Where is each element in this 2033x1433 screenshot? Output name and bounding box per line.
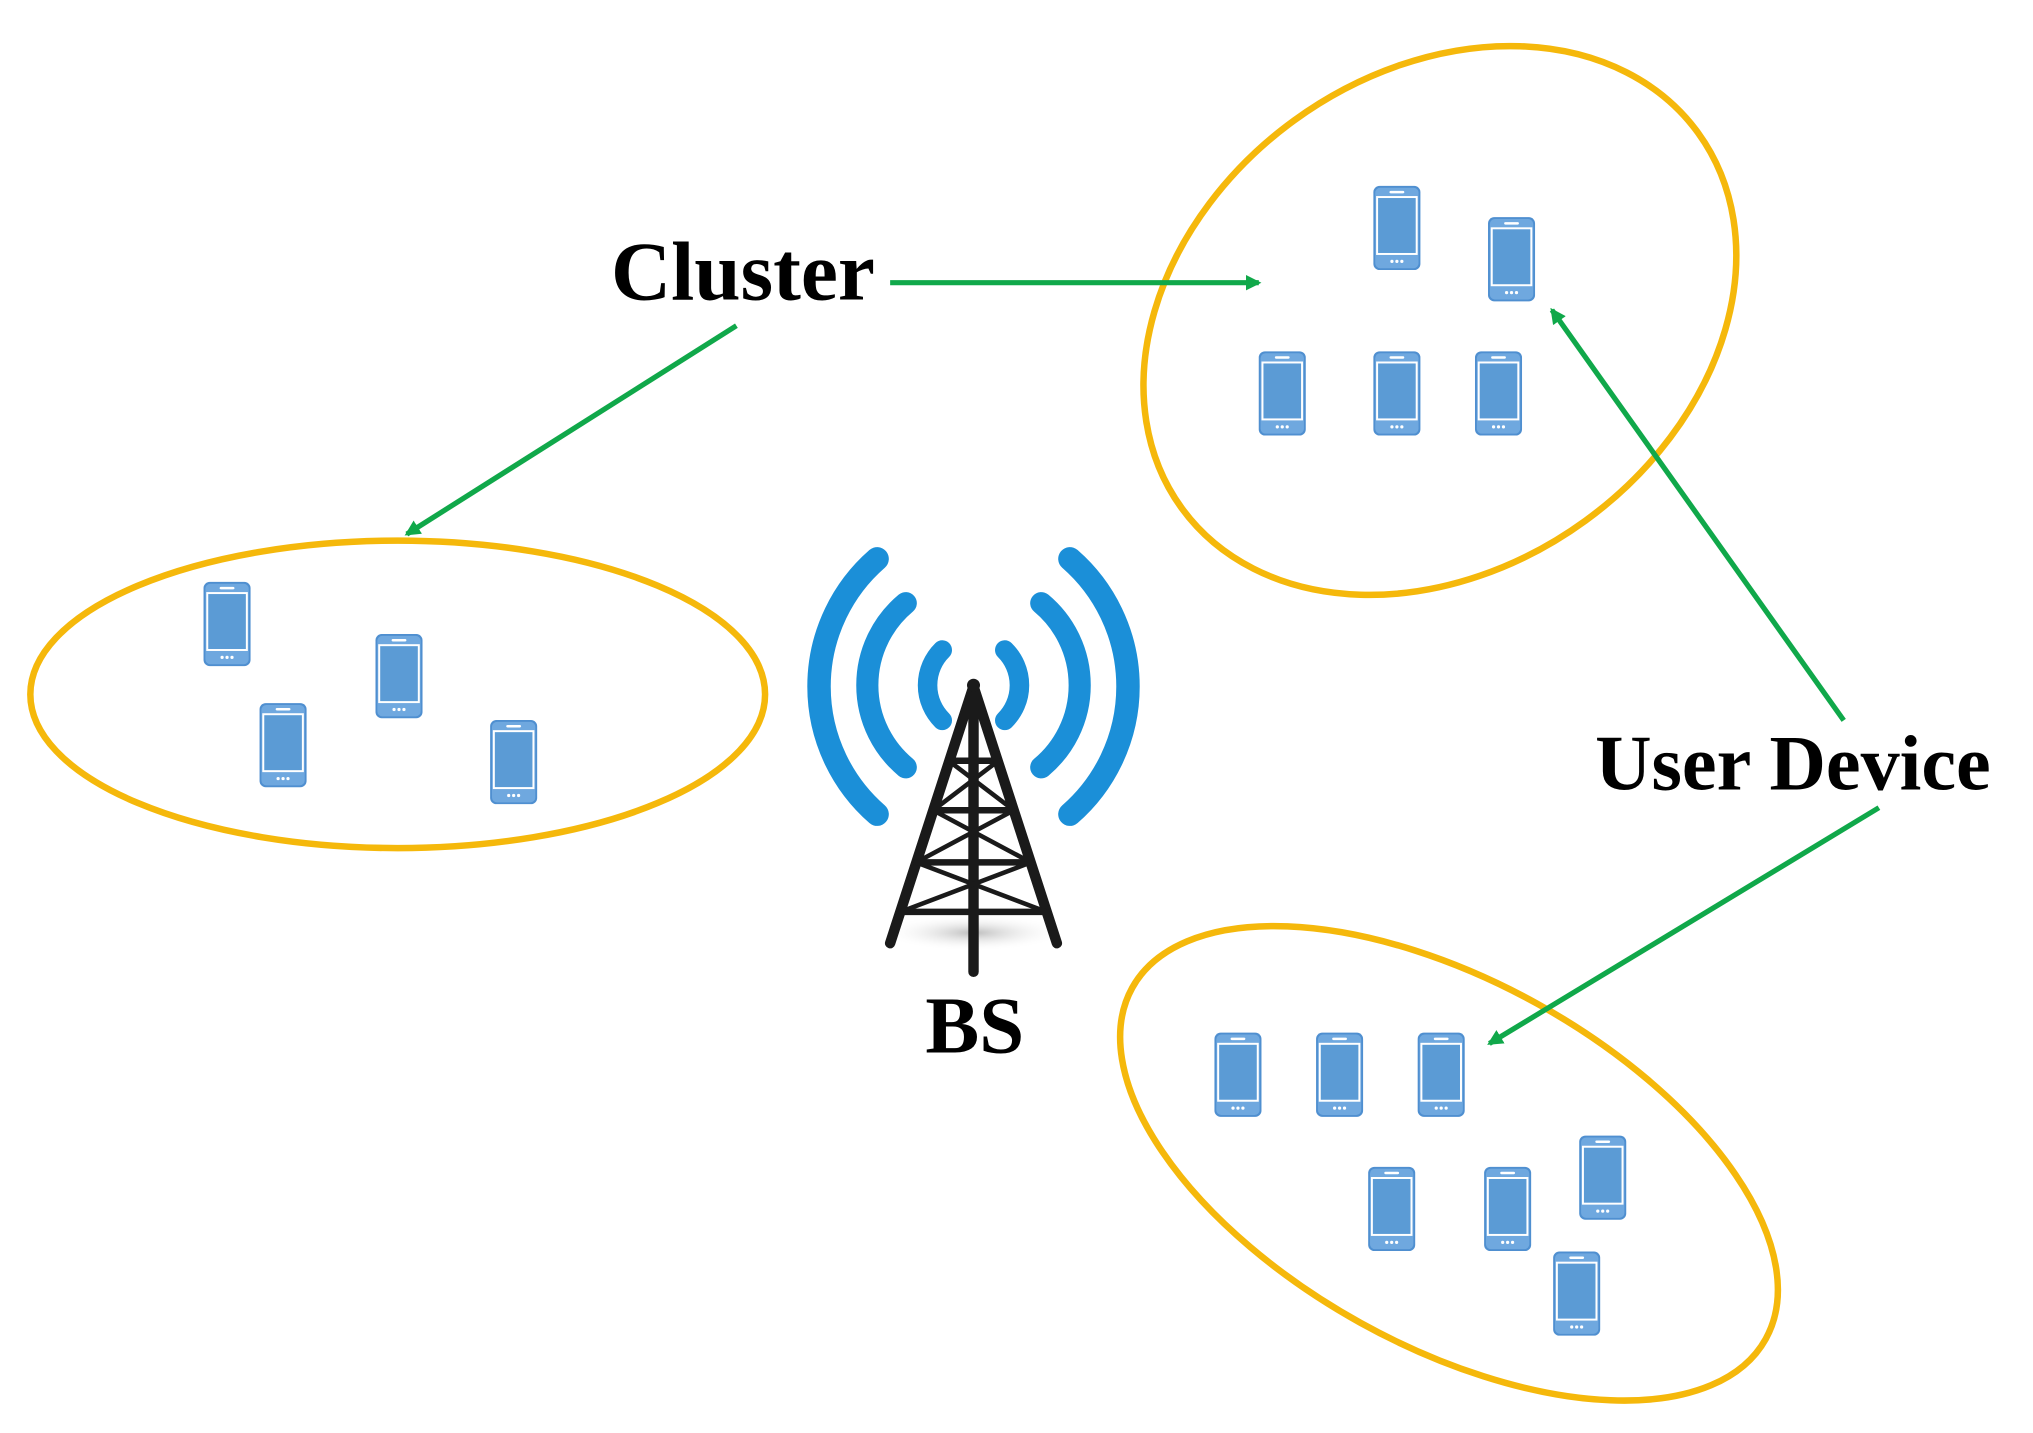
smartphone-icon bbox=[1483, 1165, 1533, 1253]
cluster-top-right-devices bbox=[1257, 184, 1537, 437]
smartphone-icon bbox=[374, 633, 424, 720]
smartphone-icon bbox=[1552, 1250, 1602, 1337]
cell-tower-icon bbox=[807, 547, 1140, 978]
smartphone-icon bbox=[1416, 1031, 1466, 1118]
base-station-label: BS bbox=[925, 982, 1024, 1071]
smartphone-icon bbox=[1473, 350, 1524, 437]
cluster-top-right-outline bbox=[1140, 42, 1740, 599]
tower-structure bbox=[884, 681, 1063, 978]
cluster-left-outline bbox=[27, 537, 769, 852]
smartphone-icon bbox=[1367, 1165, 1417, 1253]
arrow-cluster-to-left bbox=[404, 323, 738, 537]
signal-waves-icon bbox=[807, 547, 1140, 826]
smartphone-icon bbox=[258, 702, 308, 789]
smartphone-icon bbox=[202, 580, 252, 668]
cluster-bottom-right-devices bbox=[1213, 1031, 1628, 1337]
arrows bbox=[404, 274, 1881, 1046]
user-device-label: User Device bbox=[1595, 719, 1991, 806]
smartphone-icon bbox=[1372, 350, 1422, 437]
smartphone-icon bbox=[1578, 1134, 1628, 1221]
antenna-tip bbox=[966, 678, 981, 692]
cluster-left bbox=[27, 537, 769, 852]
arrow-user-device-to-top-right bbox=[1549, 307, 1846, 722]
smartphone-icon bbox=[489, 719, 539, 806]
smartphone-icon bbox=[1487, 216, 1537, 303]
cluster-label: Cluster bbox=[611, 227, 875, 319]
cluster-left-devices bbox=[202, 580, 539, 806]
smartphone-icon bbox=[1213, 1031, 1263, 1118]
cluster-top-right bbox=[1140, 42, 1740, 599]
smartphone-icon bbox=[1372, 184, 1422, 272]
smartphone-icon bbox=[1315, 1031, 1365, 1118]
cluster-bottom-right bbox=[1116, 922, 1782, 1404]
cluster-bottom-right-outline bbox=[1116, 922, 1782, 1404]
smartphone-icon bbox=[1257, 350, 1307, 437]
arrow-user-device-to-bottom-right bbox=[1487, 805, 1881, 1046]
